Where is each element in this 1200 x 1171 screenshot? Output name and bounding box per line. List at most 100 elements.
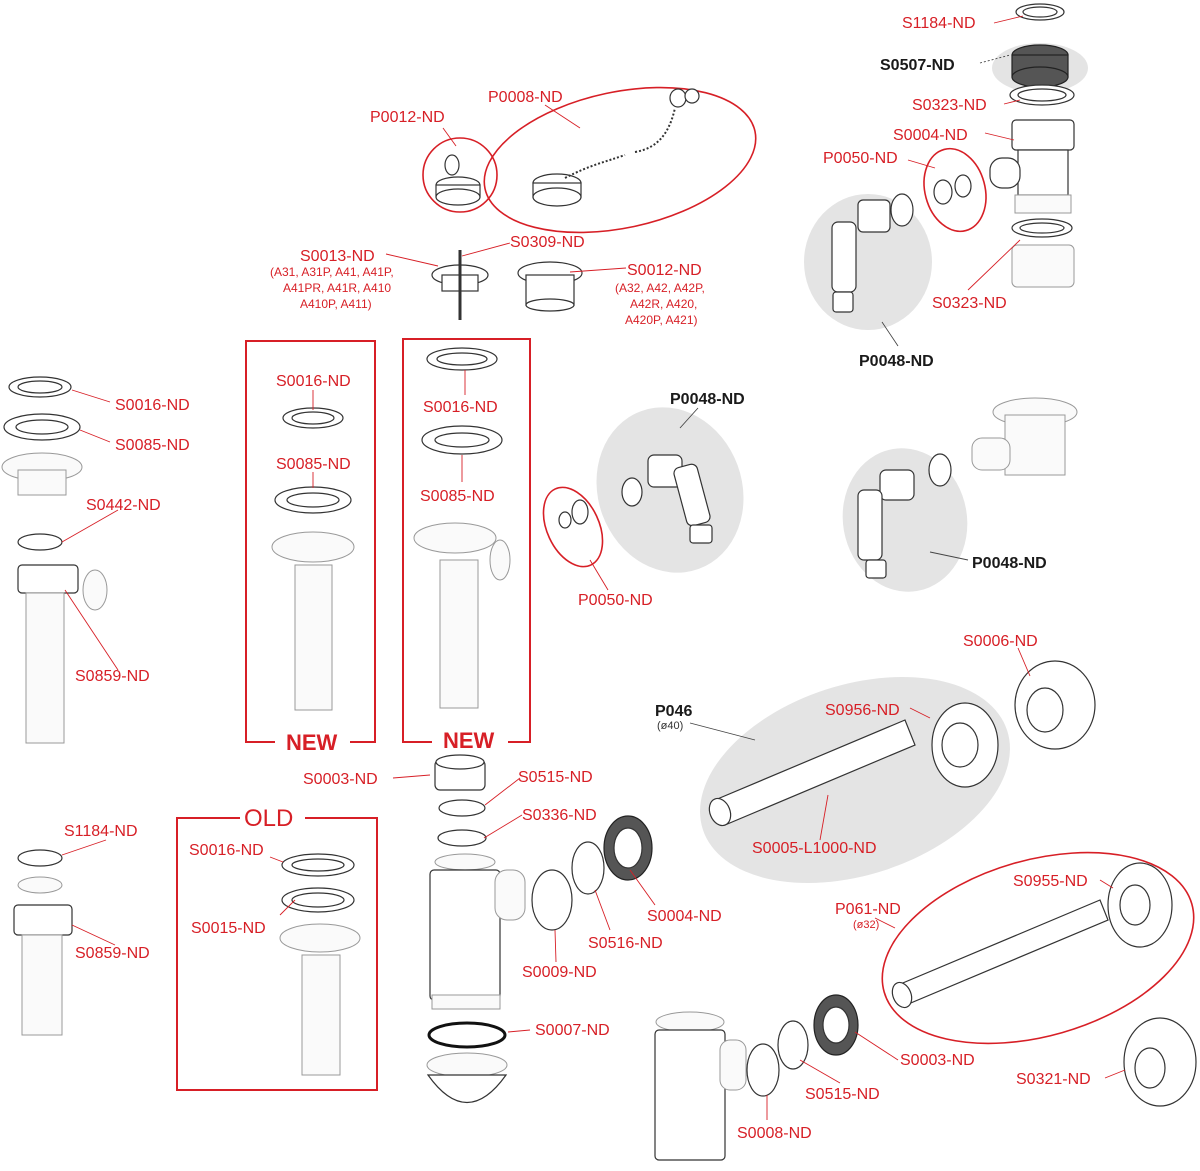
part-left-s0859 — [17, 564, 108, 744]
part-left-s0442 — [17, 533, 63, 551]
label-p061-sub: (ø32) — [853, 919, 879, 931]
label-s0013-note-3: A410P, A411) — [300, 297, 372, 311]
frame-new-2-title: NEW — [443, 728, 495, 753]
part-new1-tube — [271, 531, 355, 711]
label-top-p0050: P0050-ND — [823, 150, 898, 167]
part-c-s0003 — [434, 754, 486, 791]
label-s0005: S0005-L1000-ND — [752, 840, 877, 857]
label-p0012: P0012-ND — [370, 109, 445, 126]
part-new1-s0085 — [274, 486, 352, 514]
label-c-s0003: S0003-ND — [303, 771, 378, 788]
part-s0012 — [517, 261, 583, 312]
label-c-s0336: S0336-ND — [522, 807, 597, 824]
part-s0321 — [1123, 1017, 1197, 1107]
part-bl-s1184 — [17, 849, 63, 867]
frame-new-2: NEW — [402, 338, 531, 753]
part-c-s0516 — [571, 841, 605, 895]
part-s0006 — [1014, 660, 1096, 750]
labels: S1184-ND S0507-ND S0323-ND S0004-ND P005… — [64, 15, 1091, 1142]
part-right-elbow — [857, 453, 952, 579]
part-old-s0016 — [281, 853, 355, 877]
part-new2-tube — [413, 522, 511, 709]
part-new2-s0085 — [421, 425, 503, 455]
part-c-s0515 — [438, 799, 486, 817]
part-bl-tube — [13, 876, 73, 1036]
label-s0012: S0012-ND — [627, 262, 702, 279]
label-new2-s0085: S0085-ND — [420, 488, 495, 505]
label-new2-s0016: S0016-ND — [423, 399, 498, 416]
part-s0005-pipe — [708, 719, 916, 827]
label-right-p0048: P0048-ND — [972, 555, 1047, 572]
part-p0012 — [435, 154, 481, 206]
frame-old: OLD — [176, 805, 378, 1091]
label-c-s0009: S0009-ND — [522, 964, 597, 981]
part-left-s0016 — [8, 376, 72, 398]
part-mid-elbow — [621, 454, 713, 544]
group-mid-p0048 — [596, 407, 744, 573]
label-top-p0048: P0048-ND — [859, 353, 934, 370]
label-bl-s0859: S0859-ND — [75, 945, 150, 962]
label-s0006: S0006-ND — [963, 633, 1038, 650]
part-old-s0015 — [281, 887, 355, 913]
part-right-body — [971, 397, 1078, 476]
label-left-s0085: S0085-ND — [115, 437, 190, 454]
part-s0956 — [931, 702, 999, 788]
label-mid-p0050: P0050-ND — [578, 592, 653, 609]
group-right-p0048 — [842, 448, 968, 592]
group-top-p0050 — [923, 147, 987, 233]
part-elbow-top — [831, 193, 914, 313]
part-c-body — [429, 853, 526, 1010]
label-top-s0004: S0004-ND — [893, 127, 968, 144]
part-new2-s0016 — [426, 347, 498, 371]
part-c-s0007 — [427, 1021, 507, 1049]
part-new1-s0016 — [282, 407, 344, 429]
part-br-s0008 — [746, 1043, 780, 1097]
part-p0008 — [532, 88, 700, 207]
label-top-s1184: S1184-ND — [902, 15, 976, 32]
frame-new-1: NEW — [245, 340, 376, 755]
part-mid-p0050 — [558, 499, 589, 529]
label-left-s0859: S0859-ND — [75, 668, 150, 685]
label-br-s0515: S0515-ND — [805, 1086, 880, 1103]
part-s0955 — [1107, 862, 1173, 948]
label-left-s0442: S0442-ND — [86, 497, 161, 514]
part-br-s0515 — [777, 1020, 809, 1070]
label-bl-s1184: S1184-ND — [64, 823, 138, 840]
label-p061: P061-ND — [835, 901, 901, 918]
frame-new-1-title: NEW — [286, 730, 338, 755]
part-p0050-top — [933, 174, 972, 205]
label-c-s0004: S0004-ND — [647, 908, 722, 925]
label-left-s0016: S0016-ND — [115, 397, 190, 414]
label-c-s0515: S0515-ND — [518, 769, 593, 786]
part-s0323-bottom — [1011, 218, 1073, 238]
part-br-s0003 — [813, 994, 859, 1056]
part-nut-top — [1011, 244, 1075, 288]
label-p046-sub: (ø40) — [657, 720, 683, 732]
label-mid-p0048: P0048-ND — [670, 391, 745, 408]
label-br-s0008: S0008-ND — [737, 1125, 812, 1142]
part-c-s0336 — [437, 829, 487, 847]
part-s0507 — [1011, 44, 1069, 88]
label-s0013: S0013-ND — [300, 248, 375, 265]
group-p0012 — [422, 137, 498, 213]
label-old-s0015: S0015-ND — [191, 920, 266, 937]
label-br-s0003: S0003-ND — [900, 1052, 975, 1069]
label-new1-s0085: S0085-ND — [276, 456, 351, 473]
part-s0013 — [431, 250, 489, 320]
group-p0008 — [483, 86, 757, 234]
label-c-s0007: S0007-ND — [535, 1022, 610, 1039]
label-s0955: S0955-ND — [1013, 873, 1088, 890]
part-left-s0085 — [3, 413, 81, 441]
label-p0008: P0008-ND — [488, 89, 563, 106]
part-br-body — [654, 1011, 747, 1161]
label-s0012-note-3: A420P, A421) — [625, 313, 698, 327]
group-mid-p0050 — [542, 486, 604, 568]
leader-lines — [61, 15, 1126, 1120]
label-p046: P046 — [655, 703, 692, 720]
label-s0309: S0309-ND — [510, 234, 585, 251]
label-old-s0016: S0016-ND — [189, 842, 264, 859]
part-old-tube — [279, 923, 361, 1076]
group-p061 — [881, 851, 1195, 1045]
